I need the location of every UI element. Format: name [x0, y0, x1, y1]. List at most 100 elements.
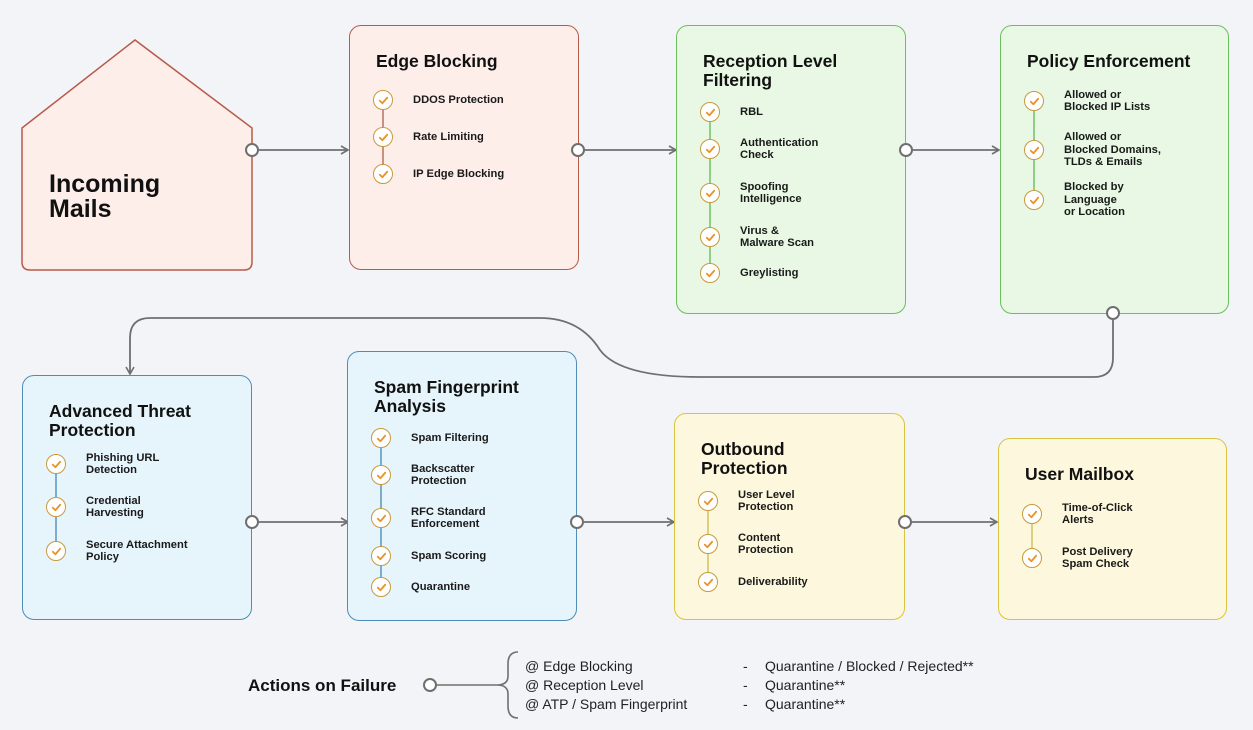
check-icon	[698, 572, 718, 592]
stage-title: Reception Level Filtering	[703, 51, 838, 90]
footer-row-location: @ ATP / Spam Fingerprint	[525, 696, 688, 712]
checklist-item: Backscatter Protection	[371, 462, 475, 488]
checklist-item-label: User Level Protection	[738, 488, 795, 514]
footer-row-dash: -	[743, 658, 748, 674]
check-icon	[46, 497, 66, 517]
footer-row-location: @ Reception Level	[525, 677, 644, 693]
check-icon	[371, 465, 391, 485]
footer-brace	[496, 651, 519, 719]
checklist-item-label: Allowed or Blocked Domains, TLDs & Email…	[1064, 131, 1161, 169]
check-icon	[46, 541, 66, 561]
check-icon	[371, 508, 391, 528]
checklist-item-label: RBL	[740, 105, 763, 118]
checklist-item-label: Post Delivery Spam Check	[1062, 545, 1133, 571]
footer-row-dash: -	[743, 677, 748, 693]
checklist-item: RFC Standard Enforcement	[371, 505, 486, 531]
checklist-item: Time-of-Click Alerts	[1022, 501, 1133, 527]
checklist-item: Rate Limiting	[373, 127, 484, 147]
checklist-item: Spoofing Intelligence	[700, 180, 802, 206]
incoming-house-shape	[21, 39, 253, 271]
checklist-item: Allowed or Blocked IP Lists	[1024, 88, 1151, 114]
checklist-item-label: Greylisting	[740, 266, 799, 279]
check-icon	[371, 546, 391, 566]
check-icon	[373, 127, 393, 147]
checklist-item-label: Phishing URL Detection	[86, 451, 160, 477]
footer-row-action: Quarantine**	[765, 696, 846, 712]
check-icon	[1024, 190, 1044, 210]
checklist-item-label: Secure Attachment Policy	[86, 538, 188, 564]
check-icon	[46, 454, 66, 474]
checklist-item: Secure Attachment Policy	[46, 538, 188, 564]
check-icon	[698, 491, 718, 511]
check-icon	[700, 263, 720, 283]
check-icon	[1022, 548, 1042, 568]
stage-title: Edge Blocking	[376, 51, 498, 71]
footer-row-dash: -	[743, 696, 748, 712]
checklist-item-label: Quarantine	[411, 580, 471, 593]
checklist-item: Greylisting	[700, 263, 798, 283]
check-icon	[373, 90, 393, 110]
checklist-item-label: Spoofing Intelligence	[740, 180, 802, 206]
checklist-item-label: Spam Filtering	[411, 431, 489, 444]
checklist-item-label: Deliverability	[738, 575, 808, 588]
check-icon	[1024, 140, 1044, 160]
checklist-item: Spam Scoring	[371, 546, 486, 566]
check-icon	[373, 164, 393, 184]
checklist-item-label: Spam Scoring	[411, 549, 487, 562]
checklist-item-label: RFC Standard Enforcement	[411, 505, 486, 531]
check-icon	[698, 534, 718, 554]
checklist-item: Credential Harvesting	[46, 494, 144, 520]
checklist-item: Deliverability	[698, 572, 808, 592]
checklist-item-label: Time-of-Click Alerts	[1062, 501, 1133, 527]
checklist-item: Content Protection	[698, 531, 794, 557]
checklist-line	[1031, 514, 1033, 558]
check-icon	[700, 102, 720, 122]
checklist-item: Virus & Malware Scan	[700, 225, 814, 249]
checklist-item-label: Backscatter Protection	[411, 462, 475, 488]
checklist-item: DDOS Protection	[373, 90, 504, 110]
stage-title: Spam Fingerprint Analysis	[374, 377, 519, 416]
checklist-item: Post Delivery Spam Check	[1022, 545, 1133, 571]
check-icon	[700, 183, 720, 203]
check-icon	[371, 577, 391, 597]
footer-row-action: Quarantine**	[765, 677, 846, 693]
checklist-item-label: IP Edge Blocking	[413, 167, 505, 180]
checklist-item-label: Credential Harvesting	[86, 494, 144, 520]
checklist-item: Authentication Check	[700, 136, 819, 162]
checklist-item: IP Edge Blocking	[373, 164, 504, 184]
checklist-item-label: Rate Limiting	[413, 130, 484, 143]
stage-title: Advanced Threat Protection	[49, 401, 191, 440]
checklist-item: Quarantine	[371, 577, 470, 597]
stage-title: Policy Enforcement	[1027, 51, 1191, 71]
checklist-item: Blocked by Language or Location	[1024, 181, 1125, 218]
checklist-item: User Level Protection	[698, 488, 795, 514]
footer-node	[423, 678, 437, 692]
checklist-item-label: Content Protection	[738, 531, 794, 557]
incoming-mails-label: Incoming Mails	[49, 170, 161, 223]
check-icon	[371, 428, 391, 448]
check-icon	[700, 227, 720, 247]
stage-title: User Mailbox	[1025, 464, 1134, 484]
actions-on-failure-title: Actions on Failure	[248, 676, 397, 695]
checklist-item-label: Allowed or Blocked IP Lists	[1064, 88, 1151, 114]
checklist-item: Phishing URL Detection	[46, 451, 160, 477]
checklist-item-label: Blocked by Language or Location	[1064, 181, 1125, 219]
check-icon	[1022, 504, 1042, 524]
arrow-policy-to-atp	[125, 317, 1114, 378]
connector-node	[245, 143, 259, 157]
checklist-item-label: Authentication Check	[740, 136, 819, 162]
check-icon	[1024, 91, 1044, 111]
footer-row-action: Quarantine / Blocked / Rejected**	[765, 658, 974, 674]
stage-title: Outbound Protection	[701, 439, 788, 478]
checklist-item: RBL	[700, 102, 763, 122]
checklist-item: Allowed or Blocked Domains, TLDs & Email…	[1024, 131, 1161, 168]
checklist-item: Spam Filtering	[371, 428, 489, 448]
